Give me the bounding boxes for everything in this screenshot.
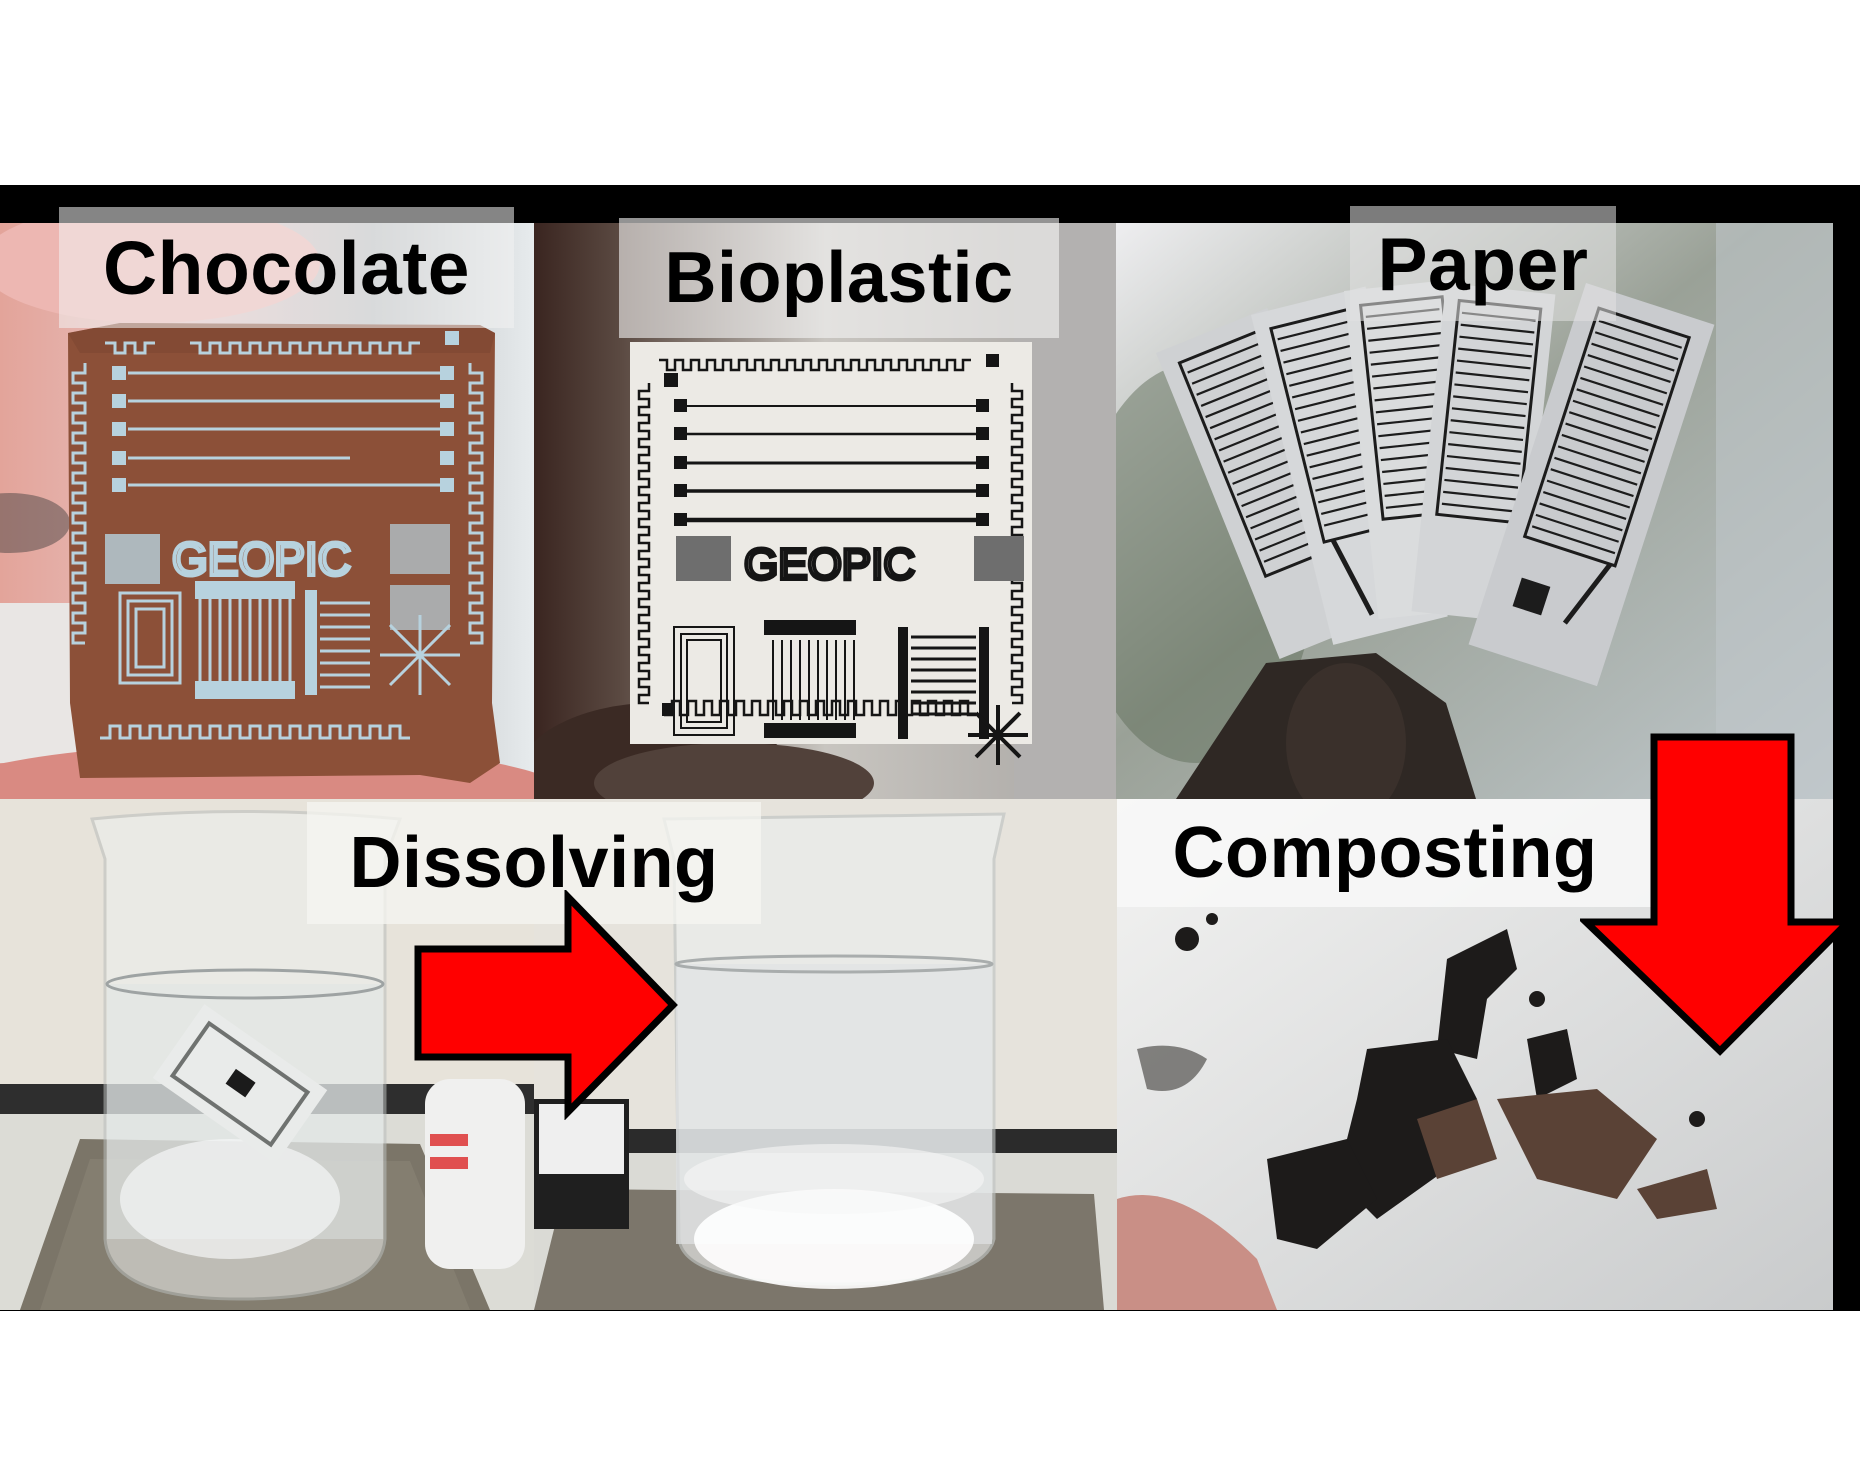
label-bioplastic-text: Bioplastic — [664, 238, 1014, 318]
label-composting: Composting — [1117, 799, 1653, 907]
label-chocolate: Chocolate — [59, 207, 514, 328]
bioplastic-circuit-text: GEOPIC — [744, 540, 915, 589]
paper-photo — [1116, 223, 1833, 799]
bioplastic-photo: GEOPIC — [534, 223, 1116, 799]
label-bioplastic: Bioplastic — [619, 218, 1059, 338]
chocolate-circuit-text: GEOPIC — [172, 533, 351, 585]
label-composting-text: Composting — [1172, 813, 1598, 893]
label-paper-text: Paper — [1377, 221, 1589, 306]
label-dissolving: Dissolving — [307, 802, 761, 924]
panel-dissolving-after — [534, 799, 1117, 1310]
arrow-right-icon — [414, 890, 678, 1120]
panel-paper — [1116, 223, 1833, 799]
label-paper: Paper — [1350, 206, 1616, 321]
beaker-after-photo — [534, 799, 1117, 1310]
label-chocolate-text: Chocolate — [102, 225, 471, 310]
panel-bioplastic: GEOPIC — [534, 223, 1116, 799]
arrow-down-icon — [1580, 733, 1855, 1056]
label-dissolving-text: Dissolving — [349, 823, 719, 903]
